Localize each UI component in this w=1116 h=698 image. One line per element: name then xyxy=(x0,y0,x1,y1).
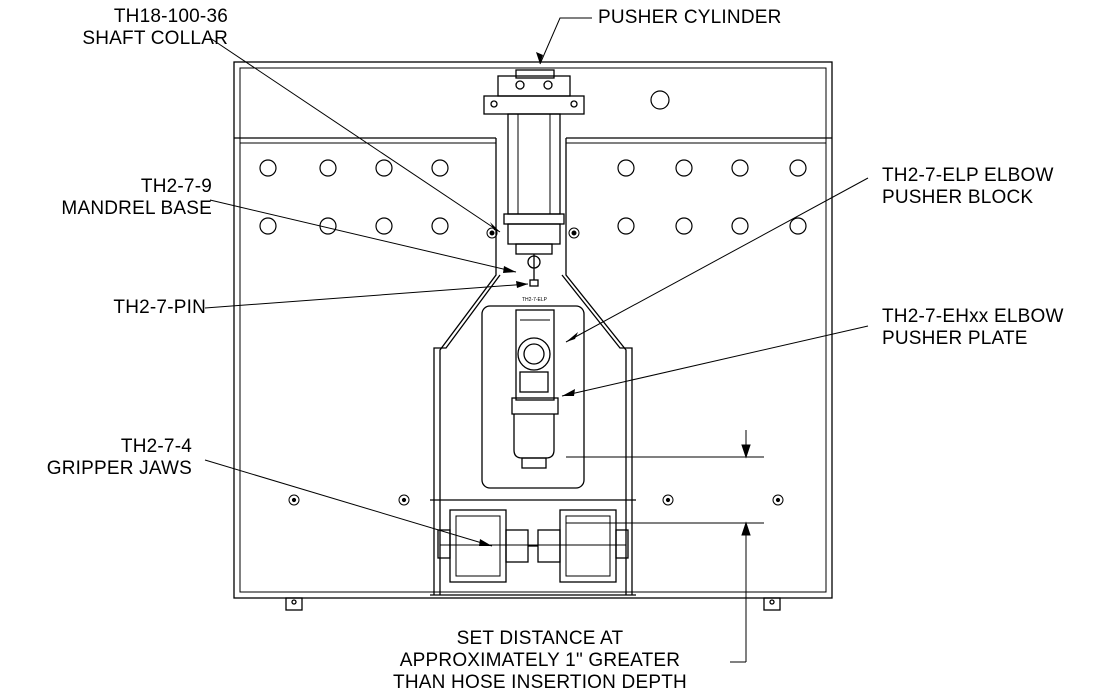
pusher-plate-assembly xyxy=(481,305,585,489)
pusher-cylinder-label: PUSHER CYLINDER xyxy=(598,7,782,28)
shaft-collar-label: TH18-100-36 SHAFT COLLAR xyxy=(82,6,228,49)
plate-stamp: TH2-7-ELP xyxy=(522,297,548,303)
outer-frame xyxy=(233,61,833,611)
screws xyxy=(288,227,784,506)
mandrel-base-label: TH2-7-9 MANDREL BASE xyxy=(61,176,212,219)
panel-holes xyxy=(259,90,807,235)
gripper-jaws-label: TH2-7-4 GRIPPER JAWS xyxy=(46,436,192,479)
arrowheads xyxy=(479,52,578,546)
pin-label: TH2-7-PIN xyxy=(113,297,206,318)
leader-lines xyxy=(204,17,869,547)
gripper-jaws xyxy=(437,509,629,583)
center-guard xyxy=(430,138,636,596)
dimension-lines xyxy=(566,430,764,663)
ehxx-pusher-plate-label: TH2-7-EHxx ELBOW PUSHER PLATE xyxy=(882,306,1064,349)
elp-pusher-block-label: TH2-7-ELP ELBOW PUSHER BLOCK xyxy=(882,165,1054,208)
set-distance-note: SET DISTANCE AT APPROXIMATELY 1" GREATER… xyxy=(393,628,687,693)
pusher-cylinder xyxy=(483,69,585,287)
